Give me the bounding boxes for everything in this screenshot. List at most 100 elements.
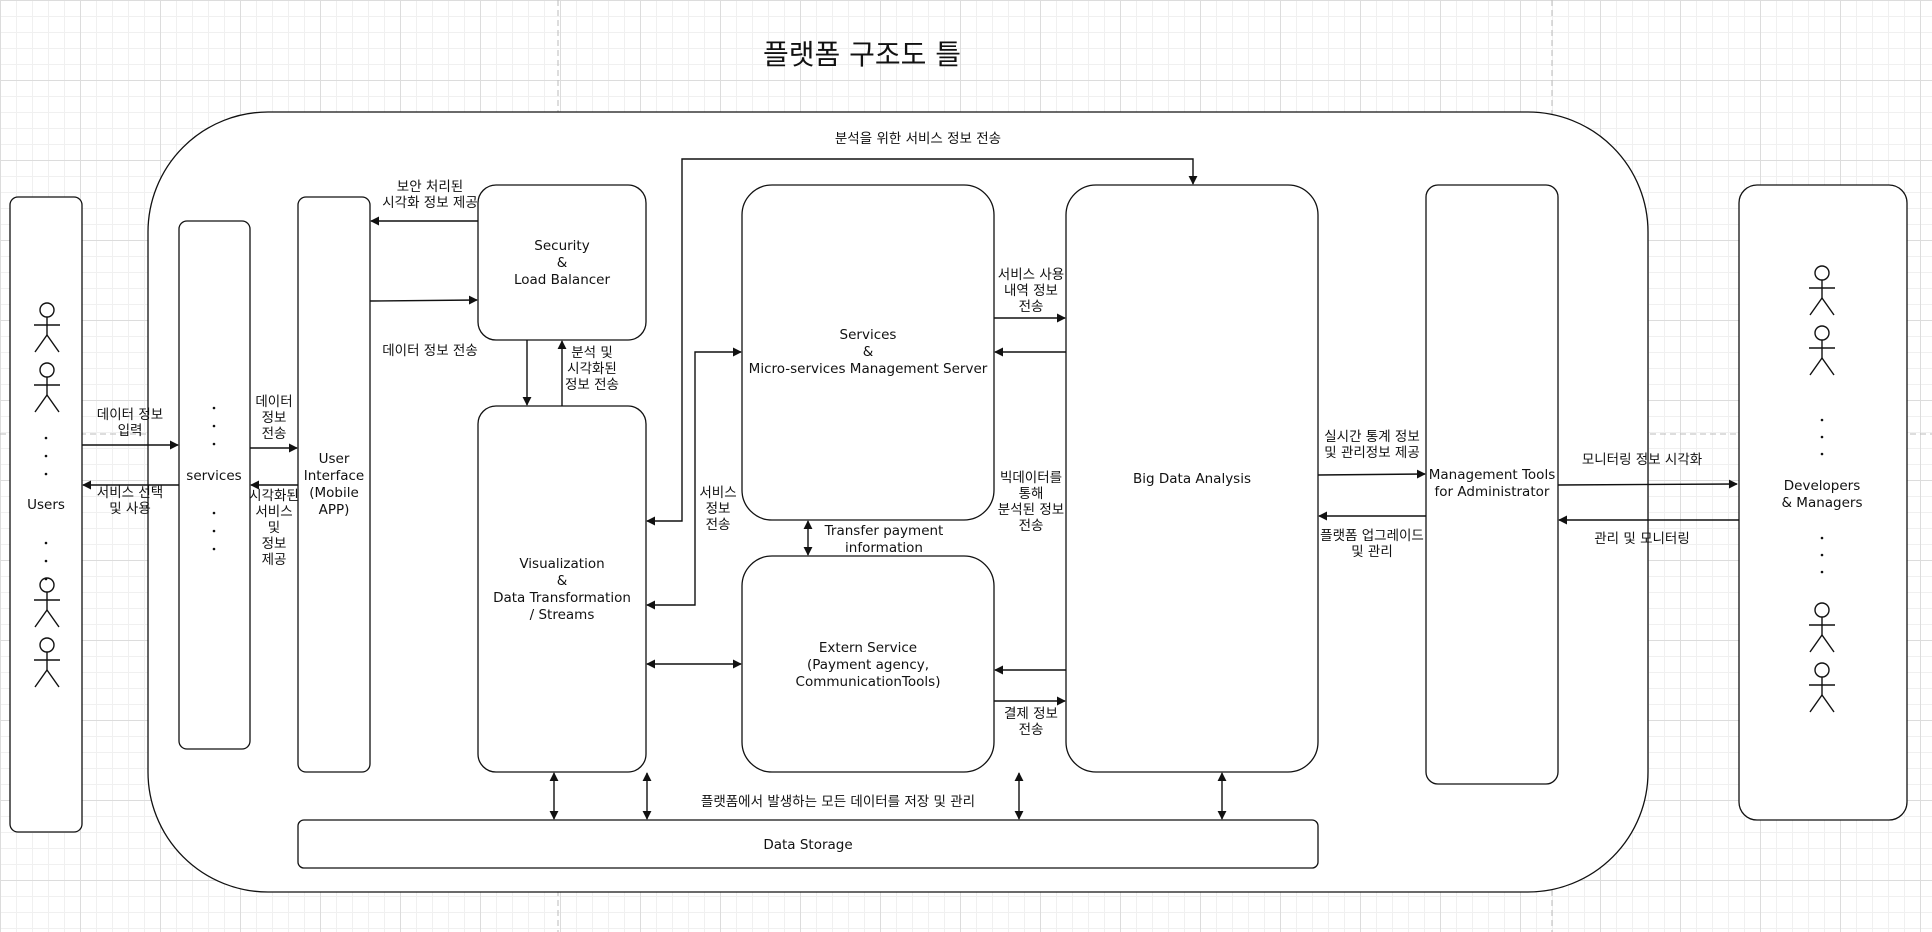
extern-service-label-line: CommunicationTools) <box>796 674 941 690</box>
user-stick-figure-icon <box>34 577 60 628</box>
security-load-balancer-label-line: Security <box>534 238 589 254</box>
users-label: Users <box>27 497 65 513</box>
edge-label-bigdata-result-line: 분석된 정보 <box>998 502 1064 518</box>
security-load-balancer-node[interactable] <box>477 184 647 341</box>
edge-label-visualized-service-line: 정보 <box>262 536 287 552</box>
user-stick-figure-icon <box>34 302 60 353</box>
developers-ellipsis-dots <box>1820 418 1824 574</box>
user-interface-label-line: User <box>319 451 350 467</box>
users-ellipsis-dots <box>44 436 48 581</box>
visualization-label-line: Visualization <box>519 556 604 572</box>
edge-label-usage-history-line: 전송 <box>1019 299 1044 315</box>
edge-label-monitoring-visual: 모니터링 정보 시각화 <box>1582 452 1702 468</box>
services-ellipsis-dots <box>212 406 216 551</box>
extern-service-node[interactable] <box>741 555 995 773</box>
edge-label-platform-upgrade-line: 및 관리 <box>1351 544 1393 560</box>
edge-label-payment-transfer-line: information <box>845 540 923 556</box>
edge-bigdata-to-management[interactable] <box>1317 469 1426 479</box>
services-server-label-line: & <box>863 344 874 360</box>
security-load-balancer-label-line: & <box>557 255 568 271</box>
developers-managers-label: Developers& Managers <box>1781 478 1862 511</box>
edge-management-to-developers[interactable] <box>1557 479 1738 489</box>
edge-label-realtime-stats-line: 및 관리정보 제공 <box>1324 445 1420 461</box>
edge-label-payment-info-line: 전송 <box>1019 722 1044 738</box>
data-storage-node[interactable] <box>297 819 1319 869</box>
edge-label-service-info-line: 서비스 <box>699 485 736 501</box>
users-stick-figure-group <box>34 302 60 688</box>
developer-stick-figure-icon <box>1809 662 1835 713</box>
edge-label-data-input-line: 데이터 정보 <box>97 407 163 423</box>
edge-label-data-transfer-small-line: 전송 <box>262 426 287 442</box>
security-load-balancer-label: Security&Load Balancer <box>514 238 611 288</box>
big-data-analysis-label: Big Data Analysis <box>1133 471 1251 487</box>
user-interface-label-line: (Mobile <box>309 485 359 501</box>
diagram-title: 플랫폼 구조도 틀 <box>763 38 961 71</box>
management-tools-label-line: for Administrator <box>1435 484 1550 500</box>
extern-service-label: Extern Service(Payment agency,Communicat… <box>796 640 941 690</box>
edge-label-manage-monitor: 관리 및 모니터링 <box>1594 531 1690 547</box>
visualization-label: Visualization&Data Transformation/ Strea… <box>493 556 631 623</box>
edge-label-visualized-service-line: 제공 <box>262 552 287 568</box>
edge-label-platform-upgrade-line: 플랫폼 업그레이드 <box>1320 528 1424 544</box>
edge-label-realtime-stats-line: 실시간 통계 정보 <box>1324 429 1420 445</box>
user-stick-figure-icon <box>34 637 60 688</box>
services-server-label-line: Services <box>840 327 897 343</box>
edge-label-realtime-stats: 실시간 통계 정보및 관리정보 제공 <box>1324 429 1420 461</box>
developer-stick-figure-icon <box>1809 602 1835 653</box>
edge-label-secure-visual-line: 시각화 정보 제공 <box>382 195 478 211</box>
edge-label-visualized-service-line: 및 <box>268 520 280 536</box>
edge-label-bigdata-result-line: 빅데이터를 <box>1000 470 1062 486</box>
edge-label-data-input-line: 입력 <box>118 423 143 439</box>
visualization-label-line: & <box>557 573 568 589</box>
edge-label-service-select: 서비스 선택및 사용 <box>97 485 163 517</box>
edge-label-analysis-visual-line: 정보 전송 <box>565 377 619 393</box>
edge-label-usage-history-line: 서비스 사용 <box>998 267 1064 283</box>
edge-ui-to-security[interactable] <box>369 295 478 305</box>
user-stick-figure-icon <box>34 362 60 413</box>
extern-service-label-line: Extern Service <box>819 640 917 656</box>
edge-label-service-info-analysis: 분석을 위한 서비스 정보 전송 <box>835 131 1001 147</box>
security-load-balancer-label-line: Load Balancer <box>514 272 611 288</box>
user-interface-label-line: Interface <box>304 468 364 484</box>
edge-visualization-services-server[interactable] <box>646 347 742 610</box>
user-interface-label-line: APP) <box>319 502 350 518</box>
users-node[interactable] <box>9 196 83 833</box>
edge-label-data-transfer-small-line: 정보 <box>262 410 287 426</box>
extern-service-label-line: (Payment agency, <box>807 657 929 673</box>
management-tools-label-line: Management Tools <box>1429 467 1555 483</box>
edge-label-bigdata-result-line: 전송 <box>1019 518 1044 534</box>
visualization-label-line: / Streams <box>530 607 595 623</box>
developers-managers-node[interactable] <box>1738 184 1908 821</box>
services-server-label-line: Micro-services Management Server <box>749 361 988 377</box>
edge-label-data-transfer: 데이터 정보 전송 <box>382 343 478 359</box>
edge-label-service-info-line: 정보 <box>706 501 731 517</box>
visualization-node[interactable] <box>477 405 647 773</box>
edge-label-service-select-line: 서비스 선택 <box>97 485 163 501</box>
edge-label-bigdata-result-line: 통해 <box>1019 486 1044 502</box>
developer-stick-figure-icon <box>1809 325 1835 376</box>
edge-label-analysis-visual-line: 분석 및 <box>571 345 613 361</box>
developers-stick-figure-group <box>1809 265 1835 713</box>
services-node[interactable] <box>178 220 251 750</box>
edge-label-service-select-line: 및 사용 <box>109 501 151 517</box>
edge-label-visualized-service-line: 서비스 <box>255 504 292 520</box>
edge-label-service-info-line: 전송 <box>706 517 731 533</box>
edge-label-visualized-service-line: 시각화된 <box>249 488 299 504</box>
edge-label-payment-info-line: 결제 정보 <box>1004 706 1058 722</box>
data-storage-label: Data Storage <box>763 837 852 853</box>
edge-label-secure-visual-line: 보안 처리된 <box>397 179 463 195</box>
edge-label-usage-history-line: 내역 정보 <box>1004 283 1058 299</box>
